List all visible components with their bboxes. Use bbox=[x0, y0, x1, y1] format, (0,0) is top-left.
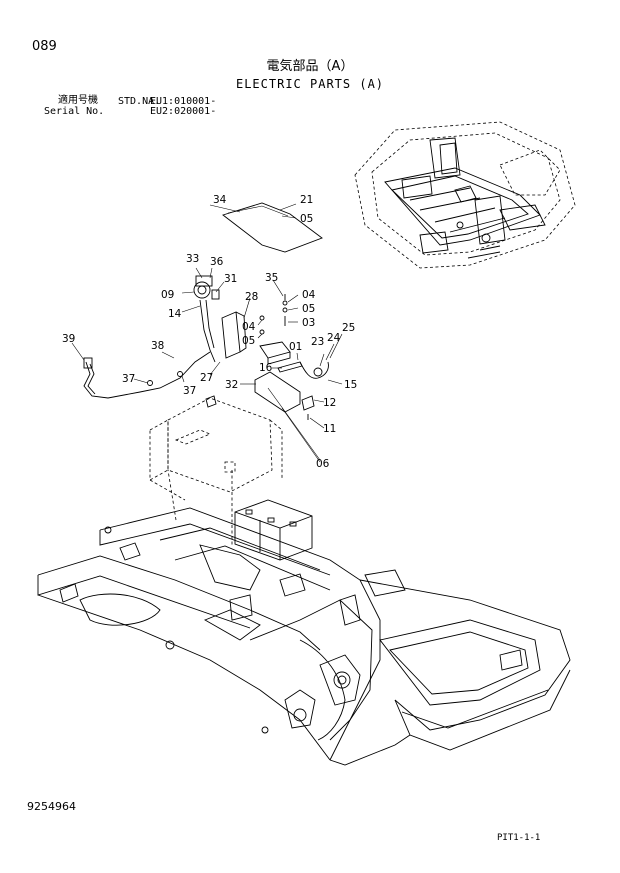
callout-09: 09 bbox=[161, 289, 174, 301]
callout-28: 28 bbox=[245, 291, 258, 303]
sheet-reference: PIT1-1-1 bbox=[497, 833, 541, 843]
switch-assembly bbox=[181, 267, 225, 363]
callout-05c: 05 bbox=[242, 335, 255, 347]
callout-05: 05 bbox=[300, 213, 313, 225]
part-34-cover bbox=[222, 202, 323, 253]
document-number: 9254964 bbox=[27, 800, 76, 813]
page-number: 089 bbox=[32, 39, 57, 54]
serial-label-en: Serial No. bbox=[44, 106, 105, 117]
callout-06: 06 bbox=[316, 458, 330, 470]
serial-std-prefix: STD.NA. bbox=[118, 96, 161, 107]
callout-27: 27 bbox=[200, 372, 213, 384]
callout-05b: 05 bbox=[302, 303, 315, 315]
machine-overview-inset bbox=[354, 121, 576, 269]
batteries bbox=[234, 499, 313, 561]
callout-32: 32 bbox=[225, 379, 238, 391]
fastener-stack bbox=[257, 279, 299, 339]
callout-01: 01 bbox=[289, 341, 302, 353]
battery-compartment bbox=[149, 395, 283, 545]
callout-39: 39 bbox=[62, 333, 75, 345]
serial-label-jp: 適用号機 bbox=[58, 95, 98, 106]
page-title-japanese: 電気部品（A） bbox=[266, 59, 354, 74]
callout-15: 15 bbox=[344, 379, 357, 391]
callout-14: 14 bbox=[168, 308, 182, 320]
callout-38: 38 bbox=[151, 340, 164, 352]
callout-25: 25 bbox=[342, 322, 355, 334]
serial-eu1: EU1:010001- bbox=[150, 96, 217, 107]
callout-33: 33 bbox=[186, 253, 199, 265]
callout-12: 12 bbox=[323, 397, 336, 409]
callout-11: 11 bbox=[323, 423, 336, 435]
part-01-relay bbox=[259, 341, 291, 359]
callout-24: 24 bbox=[327, 332, 341, 344]
callout-36: 36 bbox=[210, 256, 224, 268]
callout-21: 21 bbox=[300, 194, 313, 206]
cable-assembly bbox=[71, 342, 211, 399]
callout-34: 34 bbox=[213, 194, 227, 206]
callout-23: 23 bbox=[311, 336, 324, 348]
callout-31: 31 bbox=[224, 273, 237, 285]
callout-labels: 34 21 05 33 36 31 09 14 35 04 05 03 28 0… bbox=[62, 194, 357, 470]
callout-35: 35 bbox=[265, 272, 278, 284]
part-15-harness bbox=[299, 361, 329, 379]
main-frame bbox=[37, 507, 571, 766]
part-28-bracket bbox=[221, 311, 241, 359]
serial-eu2: EU2:020001- bbox=[150, 106, 217, 117]
callout-37b: 37 bbox=[183, 385, 196, 397]
callout-04: 04 bbox=[302, 289, 316, 301]
callout-37: 37 bbox=[122, 373, 135, 385]
callout-03: 03 bbox=[302, 317, 315, 329]
page-title: ELECTRIC PARTS (A) bbox=[235, 77, 385, 91]
callout-16: 16 bbox=[259, 362, 273, 374]
part-32-lid bbox=[254, 371, 301, 413]
callout-04b: 04 bbox=[242, 321, 256, 333]
